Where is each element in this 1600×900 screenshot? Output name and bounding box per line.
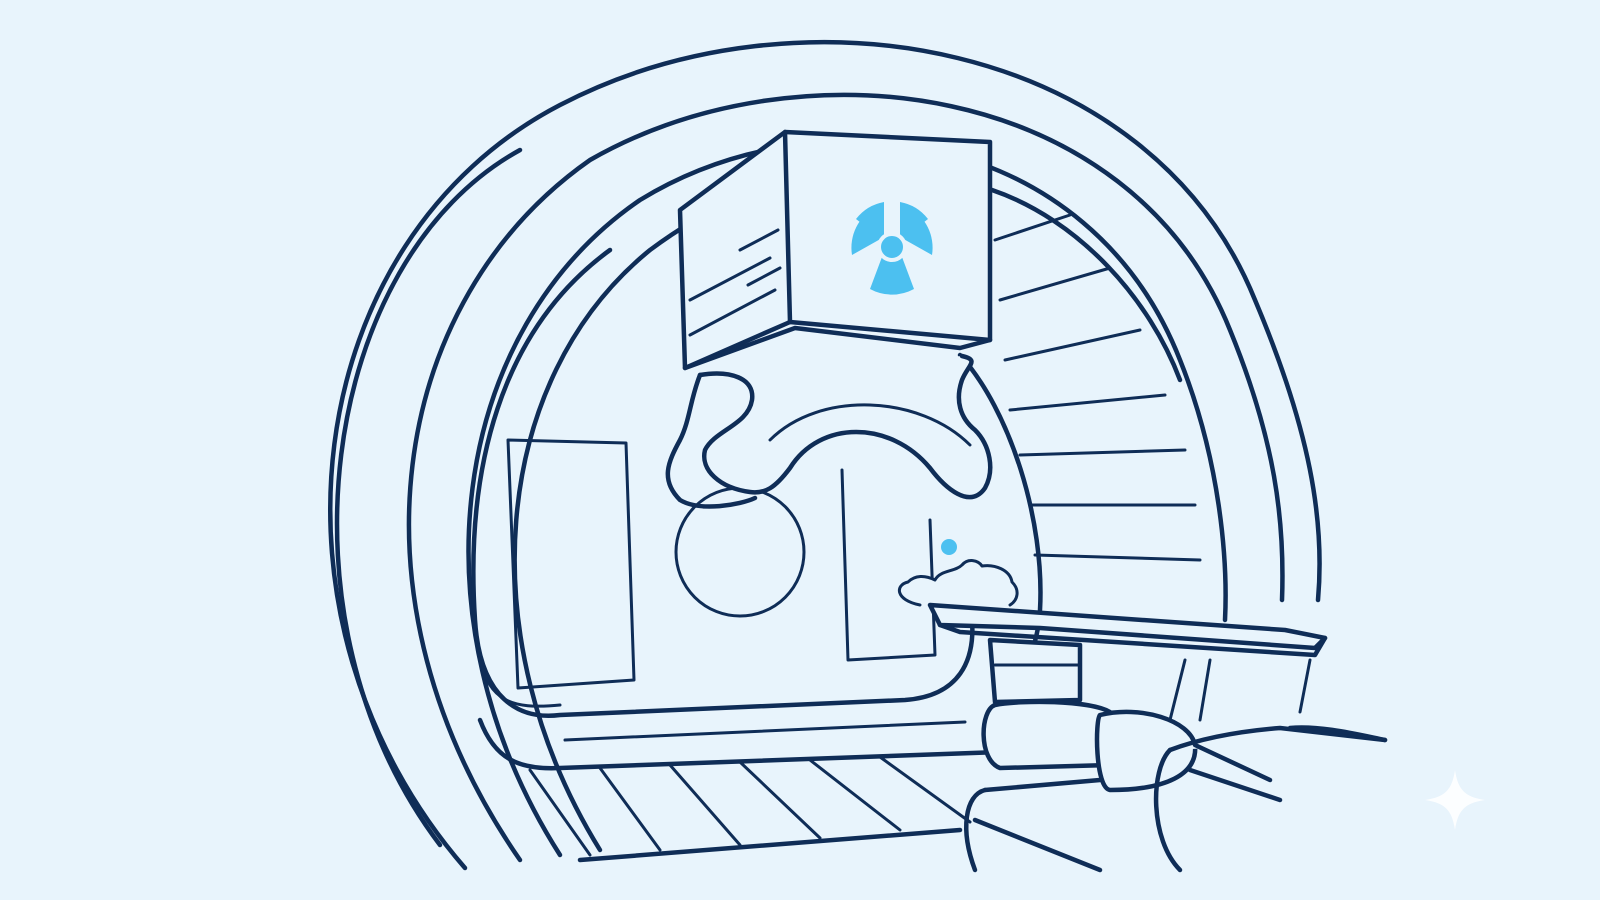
couch-pedestal [964,699,1388,873]
radiation-trefoil-icon [851,202,933,295]
wall-panel-right [840,468,937,662]
gantry-outer-shell [328,40,1322,871]
indicator-light-icon [941,539,957,555]
floor-slats [528,755,972,863]
collimator-arm [665,353,993,509]
linac-head [677,129,993,371]
treatment-couch [927,602,1328,705]
wall-panel-left [506,438,636,690]
patient-head [897,559,1019,607]
bore-rib-lines [957,213,1312,722]
treatment-chamber [471,247,1003,771]
sparkle-icon [1425,770,1485,830]
